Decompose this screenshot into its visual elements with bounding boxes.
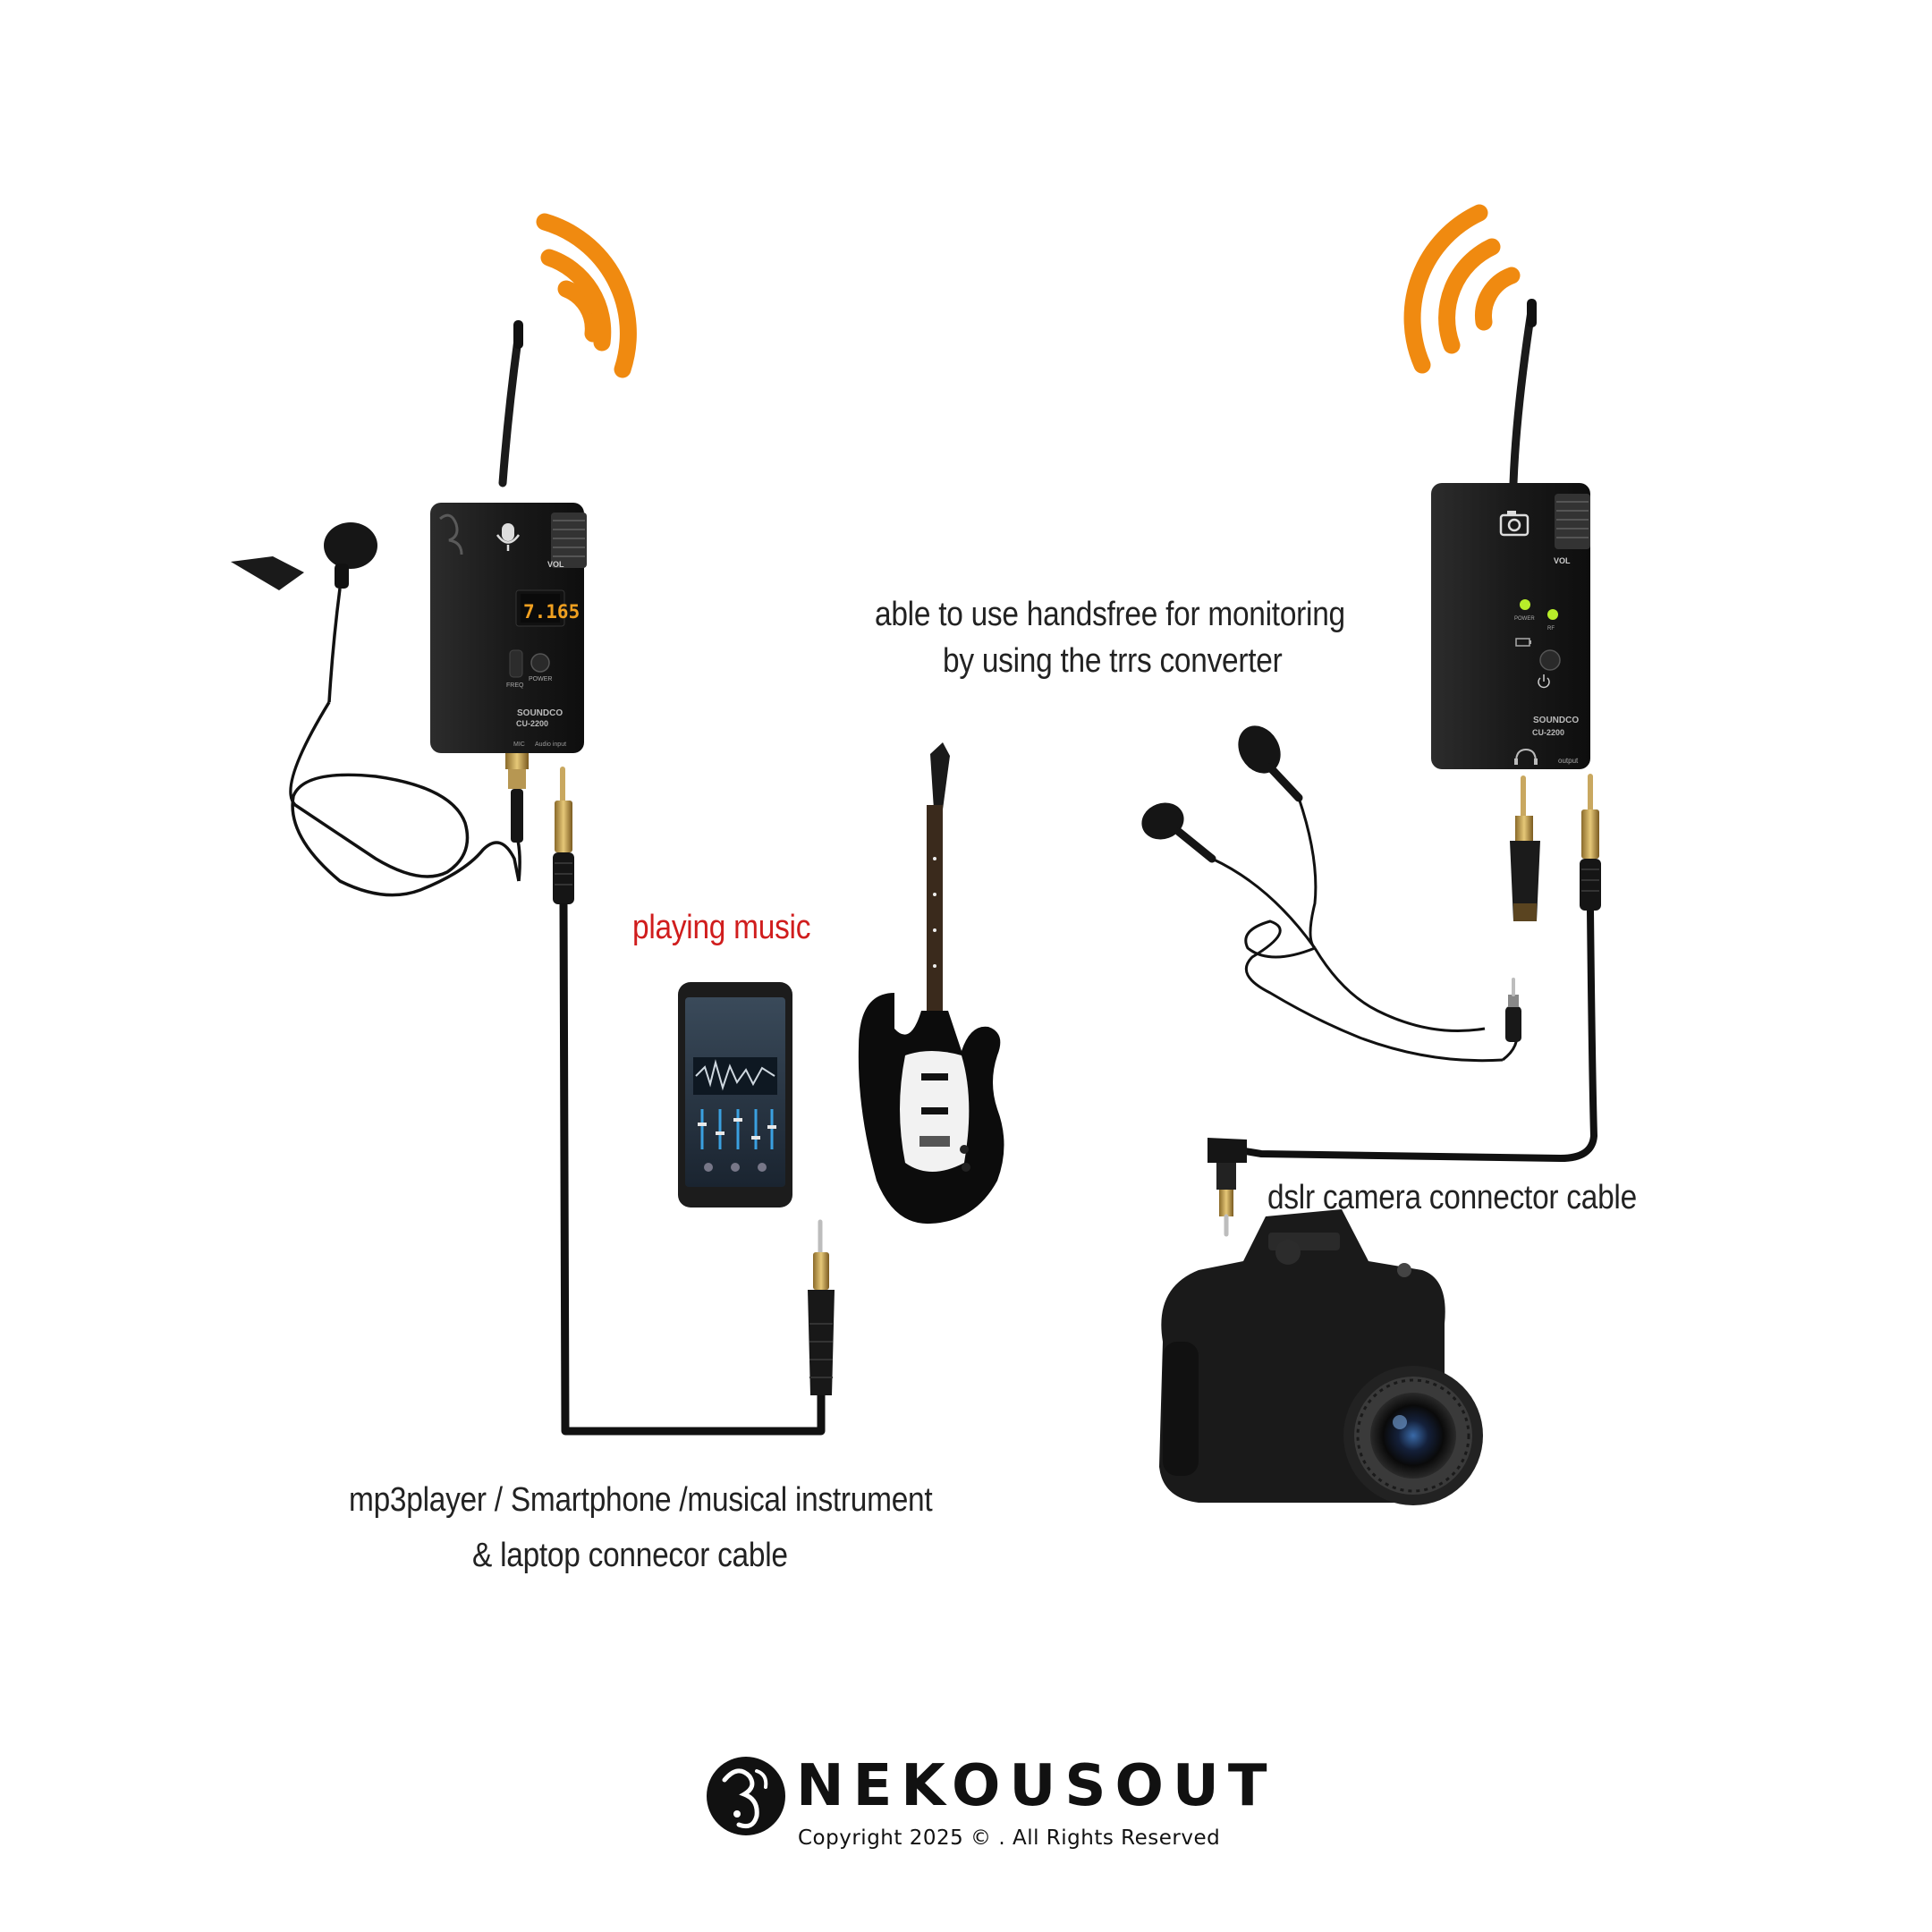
aux-plug-smartphone [808, 1219, 835, 1395]
trrs-adapter [1510, 775, 1540, 921]
transmitter-freq-label: FREQ [506, 682, 524, 689]
transmitter-display-value: 7.165 [523, 601, 580, 623]
caption-mp3-line2: & laptop connecor cable [472, 1537, 788, 1574]
dslr-camera [1159, 1209, 1483, 1505]
caption-handsfree-line1: able to use handsfree for monitoring [875, 596, 1345, 633]
output-connector [1580, 774, 1601, 911]
transmitter-device: VOL 7.165 FREQ POWER SOUNDCO CU-2200 MIC… [430, 320, 587, 753]
headphone-icon [1514, 748, 1538, 765]
receiver-model: CU-2200 [1532, 728, 1564, 737]
copyright-text: Copyright 2025 © . All Rights Reserved [798, 1826, 1221, 1850]
receiver-power-label: POWER [1514, 616, 1535, 622]
signal-icon-right [1403, 204, 1521, 374]
transmitter-brand: SOUNDCO [517, 708, 563, 718]
battery-icon [1515, 638, 1531, 647]
receiver-rf-label: RF [1547, 626, 1555, 631]
footer-brand: NEKOUSOUT Copyright 2025 © . All Rights … [707, 1753, 1267, 1860]
mic-input-connector [505, 753, 529, 843]
power-led [1520, 599, 1530, 610]
transmitter-power-label: POWER [529, 676, 552, 682]
transmitter-display [521, 594, 560, 623]
earphones [1141, 725, 1521, 1063]
transmitter-antenna [498, 328, 523, 487]
calligraphy-logo [439, 513, 463, 555]
power-icon [1538, 674, 1550, 689]
signal-icon-left [536, 213, 637, 378]
transmitter-audio-input-label: Audio input [535, 741, 566, 748]
transmitter-model: CU-2200 [516, 719, 548, 728]
camera-icon [1499, 511, 1530, 537]
caption-playing-music: playing music [632, 909, 811, 946]
smartphone [678, 982, 792, 1208]
receiver-output-label: output [1558, 757, 1579, 765]
transmitter-vol-label: VOL [547, 560, 564, 569]
microphone-icon [496, 523, 521, 551]
rf-led [1547, 609, 1558, 620]
brand-name: NEKOUSOUT [796, 1753, 1276, 1819]
lavalier-microphone [231, 522, 521, 897]
caption-dslr-cable: dslr camera connector cable [1267, 1179, 1637, 1216]
nekousout-logo [707, 1757, 785, 1835]
transmitter-mic-label: MIC [513, 741, 525, 748]
caption-mp3-line1: mp3player / Smartphone /musical instrume… [349, 1481, 933, 1519]
caption-handsfree-line2: by using the trrs converter [943, 642, 1283, 680]
aux-cable-left [559, 902, 826, 1436]
receiver-antenna [1509, 307, 1536, 487]
right-angle-plug [1208, 1138, 1247, 1237]
receiver-vol-label: VOL [1554, 556, 1571, 565]
receiver-brand: SOUNDCO [1533, 716, 1579, 725]
electric-guitar [858, 742, 1004, 1224]
receiver-device: VOL POWER RF SOUNDCO CU-2200 output [1431, 299, 1590, 769]
power-button-tx [530, 653, 550, 673]
mixer-faders [698, 1109, 776, 1149]
camera-lens [1370, 1393, 1456, 1479]
audio-input-connector [553, 767, 574, 904]
dslr-cable [1233, 910, 1598, 1163]
